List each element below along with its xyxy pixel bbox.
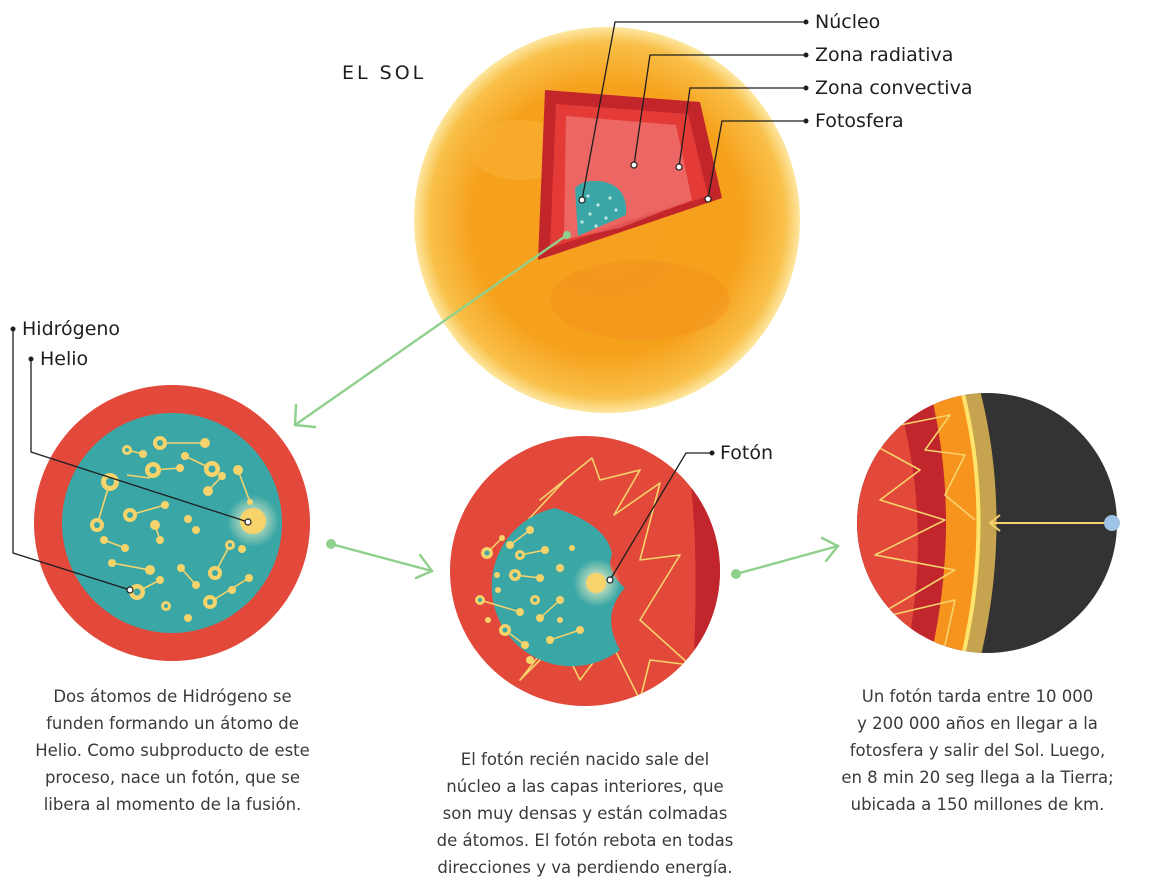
caption-interior: El fotón recién nacido sale del núcleo a…	[400, 746, 770, 881]
caption-line: en 8 min 20 seg llega a la Tierra;	[805, 764, 1149, 791]
end-fotosfera	[804, 119, 809, 124]
label-foton: Fotón	[720, 442, 773, 464]
caption-line: proceso, nace un fotón, que se	[0, 764, 345, 791]
dot-convectiva	[676, 164, 682, 170]
caption-line: direcciones y va perdiendo energía.	[400, 854, 770, 881]
end-hidrogeno	[11, 327, 16, 332]
arrow-interior-to-exit	[736, 538, 838, 574]
arrow-fusion-to-interior	[331, 544, 432, 578]
end-radiativa	[804, 53, 809, 58]
label-fotosfera: Fotosfera	[815, 110, 904, 132]
diagram-title: EL SOL	[342, 62, 426, 84]
caption-salida: Un fotón tarda entre 10 000 y 200 000 añ…	[805, 683, 1149, 818]
caption-fusion: Dos átomos de Hidrógeno se funden forman…	[0, 683, 345, 818]
dot-helio	[245, 519, 251, 525]
caption-line: ubicada a 150 millones de km.	[805, 791, 1149, 818]
label-hidrogeno: Hidrógeno	[22, 318, 120, 340]
caption-line: Un fotón tarda entre 10 000	[805, 683, 1149, 710]
end-helio	[29, 357, 34, 362]
label-zona-radiativa: Zona radiativa	[815, 44, 953, 66]
exit-circle	[850, 390, 1130, 660]
caption-line: de átomos. El fotón rebota en todas	[400, 827, 770, 854]
dot-foton	[607, 577, 613, 583]
dot-hidrogeno	[127, 587, 133, 593]
end-foton	[710, 451, 715, 456]
caption-line: Dos átomos de Hidrógeno se	[0, 683, 345, 710]
caption-line: funden formando un átomo de	[0, 710, 345, 737]
label-helio: Helio	[40, 348, 88, 370]
caption-line: Helio. Como subproducto de este	[0, 737, 345, 764]
earth-icon	[1104, 515, 1120, 531]
end-convectiva	[804, 86, 809, 91]
interior-circle	[450, 420, 760, 720]
caption-line: y 200 000 años en llegar a la	[805, 710, 1149, 737]
label-zona-convectiva: Zona convectiva	[815, 77, 972, 99]
sun	[414, 27, 800, 413]
fusion-circle	[34, 385, 310, 661]
caption-line: libera al momento de la fusión.	[0, 791, 345, 818]
label-nucleo: Núcleo	[815, 11, 880, 33]
caption-line: núcleo a las capas interiores, que	[400, 773, 770, 800]
caption-line: El fotón recién nacido sale del	[400, 746, 770, 773]
dot-radiativa	[631, 162, 637, 168]
end-nucleo	[804, 20, 809, 25]
dot-nucleo	[579, 197, 585, 203]
caption-line: son muy densas y están colmadas	[400, 800, 770, 827]
dot-fotosfera	[705, 196, 711, 202]
caption-line: fotosfera y salir del Sol. Luego,	[805, 737, 1149, 764]
